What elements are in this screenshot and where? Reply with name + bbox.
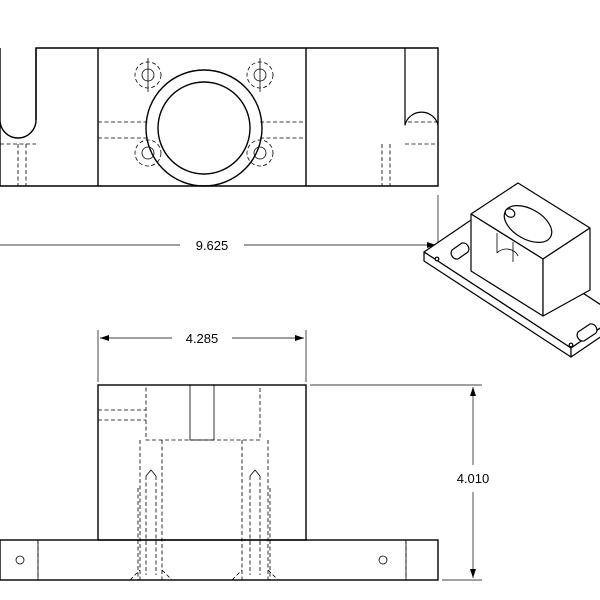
hidden-bolt-right — [241, 440, 271, 580]
overall-length-label: 9.625 — [196, 238, 229, 253]
block-width-label: 4.285 — [186, 331, 219, 346]
slot-cut — [189, 384, 215, 441]
block-outline — [97, 384, 307, 541]
bolt-tips — [145, 469, 261, 477]
block-width-dimension: 4.285 — [97, 330, 307, 382]
bore-inner-circle — [157, 81, 251, 175]
top-view-outline — [0, 47, 439, 187]
front-hole — [568, 342, 574, 348]
front-view — [0, 384, 439, 581]
bolt-hole-top-right — [246, 58, 274, 92]
overall-length-dimension: 9.625 — [0, 195, 439, 253]
overall-height-label: 4.010 — [457, 471, 490, 486]
bolt-hole-bottom-right — [246, 139, 274, 167]
hidden-bore — [145, 384, 261, 441]
top-view — [0, 47, 439, 187]
block-cut-lines — [496, 233, 514, 262]
bolt-hole-top-left — [134, 58, 162, 92]
base-outline — [0, 539, 439, 581]
base-hole-right — [378, 555, 388, 565]
bore-inner-edge — [496, 248, 519, 257]
bore-outer-circle — [145, 69, 263, 187]
hidden-countersink — [129, 569, 279, 581]
front-hole — [434, 256, 440, 262]
hidden-bolt-left — [137, 440, 163, 580]
bolt-hole-bottom-left — [134, 139, 162, 167]
right-slot — [404, 48, 439, 126]
base-hole-left — [15, 555, 25, 565]
base-slot-right — [576, 323, 598, 342]
base-slot-left — [450, 242, 470, 260]
block-bolt-hole — [504, 208, 516, 218]
isometric-view — [423, 182, 600, 358]
block-side-face — [542, 227, 591, 317]
overall-height-dimension: 4.010 — [310, 384, 490, 581]
